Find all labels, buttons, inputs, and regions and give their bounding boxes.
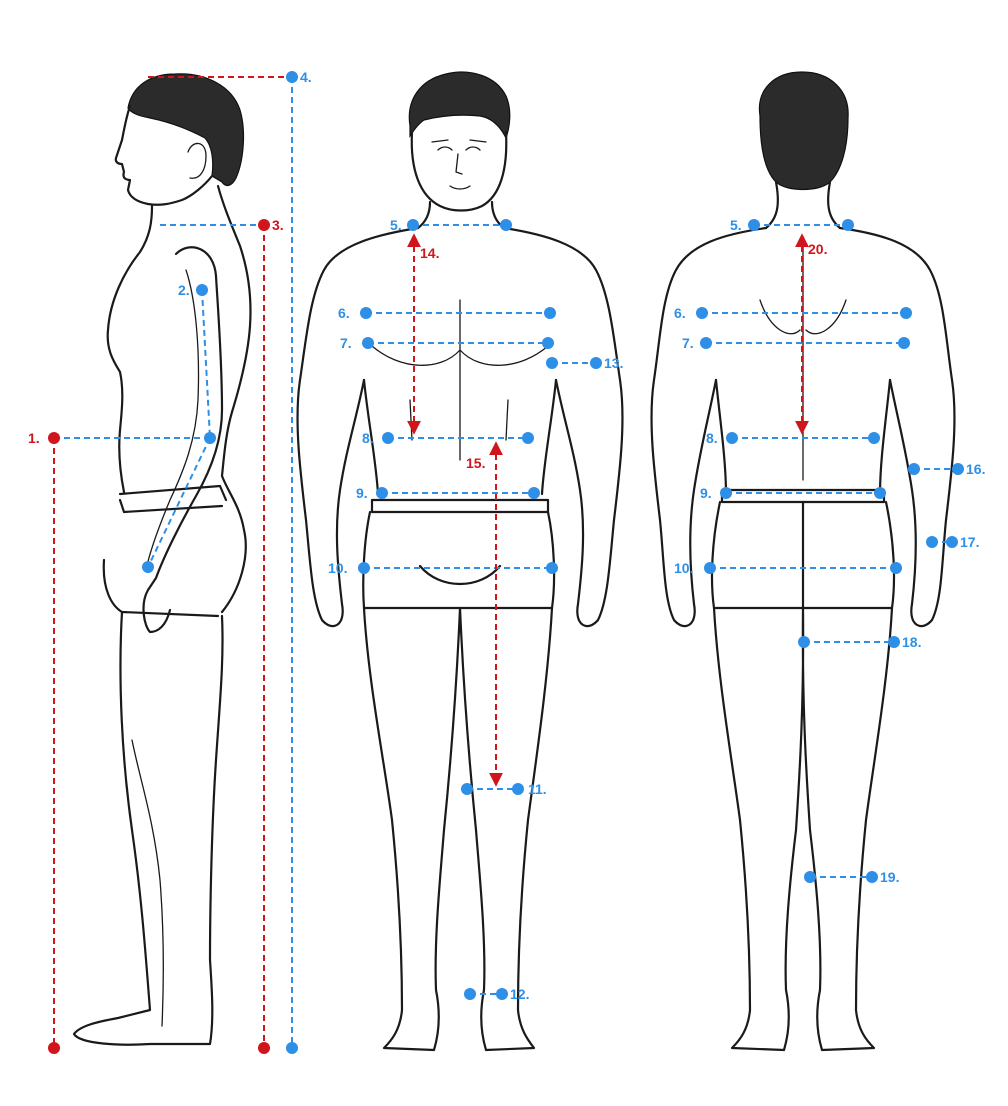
measure-9-back: 9.: [700, 485, 886, 501]
measure-10-back: 10.: [674, 560, 902, 576]
back-hair: [758, 71, 849, 191]
label-9-front: 9.: [356, 485, 368, 501]
measure-4: 4.: [148, 69, 312, 1054]
measure-11: 11.: [461, 781, 547, 797]
label-6-front: 6.: [338, 305, 350, 321]
label-5-back: 5.: [730, 217, 742, 233]
measure-17: 17.: [926, 534, 979, 550]
measure-12: 12.: [464, 986, 529, 1002]
label-20: 20.: [808, 241, 827, 257]
measure-5-front: 5.: [390, 217, 512, 233]
side-legs: [72, 610, 224, 1046]
label-19: 19.: [880, 869, 899, 885]
side-hair: [127, 73, 245, 187]
back-briefs: [710, 500, 896, 610]
measure-7-front: 7.: [340, 335, 554, 351]
front-legs: [362, 606, 554, 1052]
label-11: 11.: [528, 781, 547, 797]
measure-19: 19.: [804, 869, 899, 885]
label-7-front: 7.: [340, 335, 352, 351]
label-10-front: 10.: [328, 560, 347, 576]
side-view-figure: [72, 73, 252, 1046]
label-1: 1.: [28, 430, 40, 446]
measure-8-front: 8.: [362, 430, 534, 446]
measure-9-front: 9.: [356, 485, 540, 501]
back-view-figure: [650, 71, 956, 1052]
label-5-front: 5.: [390, 217, 402, 233]
label-7-back: 7.: [682, 335, 694, 351]
measure-16: 16.: [908, 461, 985, 477]
back-waist: [714, 378, 892, 504]
front-chest: [371, 299, 549, 461]
front-view-figure: [296, 71, 624, 1052]
label-8-back: 8.: [706, 430, 718, 446]
back-legs: [712, 606, 894, 1052]
label-3: 3.: [272, 217, 284, 233]
measure-2: 2.: [142, 282, 211, 573]
measure-7-back: 7.: [682, 335, 910, 351]
side-ear: [187, 142, 207, 179]
front-torso: [296, 226, 624, 628]
side-arm-inner: [145, 269, 200, 571]
back-torso: [650, 226, 956, 628]
label-16: 16.: [966, 461, 985, 477]
measure-6-front: 6.: [338, 305, 556, 321]
measure-14: 14.: [407, 233, 439, 435]
measure-8-back: 8.: [706, 430, 880, 446]
measurements: 1. 2. 3. 4.: [28, 69, 985, 1054]
label-15: 15.: [466, 455, 485, 471]
label-13: 13.: [604, 355, 623, 371]
label-8-front: 8.: [362, 430, 374, 446]
side-face: [114, 104, 214, 206]
measure-18: 18.: [798, 634, 921, 650]
front-hair: [408, 71, 511, 140]
measure-6-back: 6.: [674, 305, 912, 321]
measure-10-front: 10.: [328, 560, 558, 576]
label-18: 18.: [902, 634, 921, 650]
measure-5-back: 5.: [730, 217, 854, 233]
side-leg-inner: [131, 739, 164, 1027]
measure-20: 20.: [795, 233, 827, 435]
side-torso-back: [216, 184, 252, 614]
label-4: 4.: [300, 69, 312, 85]
label-6-back: 6.: [674, 305, 686, 321]
label-17: 17.: [960, 534, 979, 550]
front-face-features: [431, 139, 487, 190]
measure-3: 3.: [160, 217, 284, 1054]
front-briefs: [362, 510, 556, 610]
measure-1: 1.: [28, 430, 216, 1054]
label-2: 2.: [178, 282, 190, 298]
front-neck: [416, 200, 506, 230]
measure-15: 15.: [466, 441, 503, 787]
label-14: 14.: [420, 245, 439, 261]
measure-13: 13.: [546, 355, 623, 371]
label-12: 12.: [510, 986, 529, 1002]
front-head: [410, 130, 508, 212]
label-9-back: 9.: [700, 485, 712, 501]
label-10-back: 10.: [674, 560, 693, 576]
side-briefs: [102, 484, 228, 618]
side-torso-front: [106, 204, 154, 494]
